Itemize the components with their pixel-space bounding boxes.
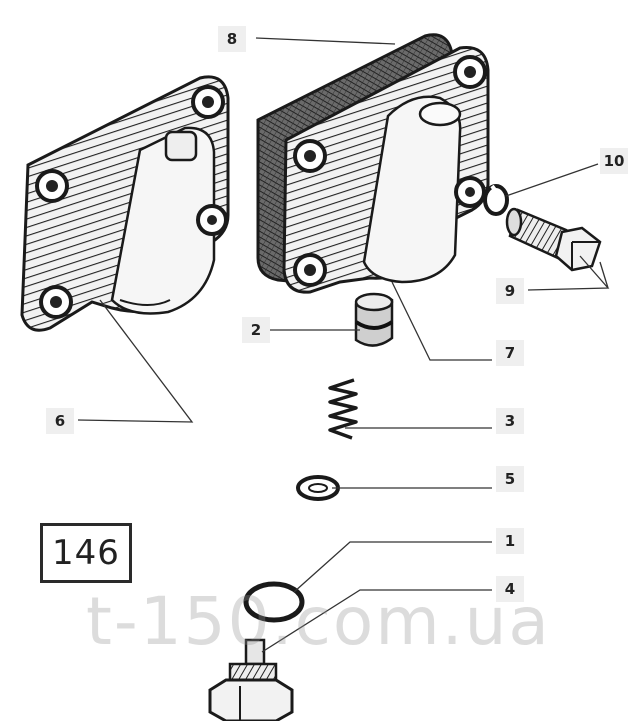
leader-1 — [293, 541, 492, 593]
callout-4: 4 — [496, 576, 524, 602]
watermark: t-150.com.ua — [86, 583, 551, 660]
callout-8: 8 — [218, 26, 246, 52]
leader-6 — [77, 299, 194, 423]
callout-5: 5 — [496, 466, 524, 492]
callout-1: 1 — [496, 528, 524, 554]
leader-lines — [77, 37, 610, 653]
callout-7: 7 — [496, 340, 524, 366]
cover-part-7 — [282, 45, 490, 294]
callout-9: 9 — [496, 278, 524, 304]
callout-2: 2 — [242, 317, 270, 343]
figure-number: 146 — [40, 523, 132, 583]
spring-part-3 — [328, 378, 358, 440]
ring-part-1 — [243, 581, 305, 623]
bolt-part-9 — [505, 207, 602, 272]
washer-part-10 — [483, 184, 509, 216]
cover-part-6 — [20, 75, 230, 332]
callout-6: 6 — [46, 408, 74, 434]
leader-4 — [261, 589, 492, 653]
plug-part-4 — [208, 638, 294, 721]
valve-part-2 — [354, 292, 394, 347]
leader-10 — [505, 163, 599, 197]
leader-7 — [391, 281, 492, 361]
leader-8 — [255, 37, 396, 45]
callout-10: 10 — [600, 148, 628, 174]
callout-3: 3 — [496, 408, 524, 434]
